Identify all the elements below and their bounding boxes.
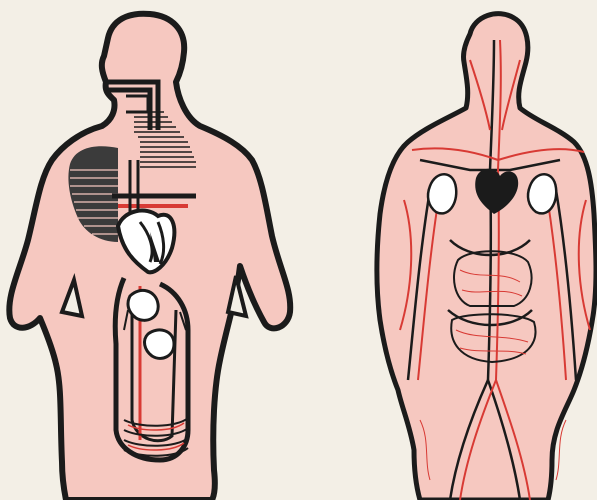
kidney-left (428, 174, 456, 213)
kidney (145, 330, 174, 358)
kidney-right (528, 174, 556, 213)
left-figure (9, 14, 290, 500)
spleen (128, 290, 158, 320)
right-figure (377, 14, 596, 500)
